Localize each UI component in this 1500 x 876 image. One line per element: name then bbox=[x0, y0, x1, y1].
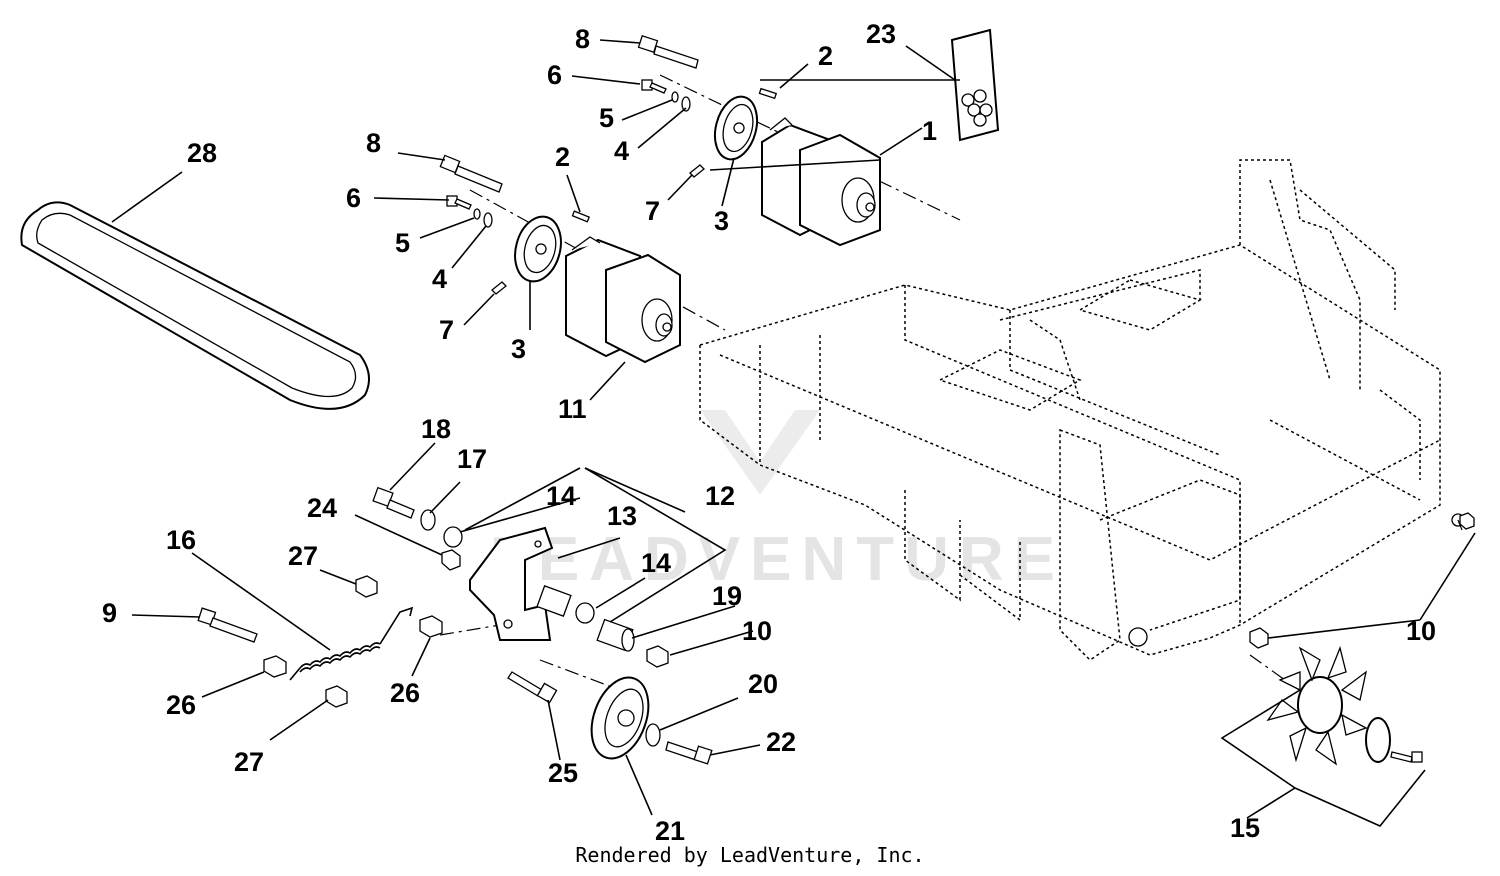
callout-7-lower: 7 bbox=[439, 315, 454, 345]
watermark-text: LEADVENTURE bbox=[490, 525, 1065, 594]
idler-pulley-21[interactable] bbox=[581, 670, 659, 767]
callout-8-upper: 8 bbox=[575, 24, 590, 54]
nut-26-right[interactable] bbox=[419, 615, 443, 638]
spring-16[interactable] bbox=[289, 606, 414, 681]
watermark: LEADVENTURE bbox=[490, 410, 1065, 594]
bolt-22[interactable] bbox=[665, 741, 713, 765]
bushing-14-lower[interactable] bbox=[575, 602, 595, 624]
callout-5-lower: 5 bbox=[395, 228, 410, 258]
callout-16: 16 bbox=[166, 525, 196, 555]
callout-23: 23 bbox=[866, 19, 896, 49]
drive-belt[interactable] bbox=[20, 201, 370, 410]
callout-12: 12 bbox=[705, 481, 735, 511]
callout-7-upper: 7 bbox=[645, 196, 660, 226]
idler-arm-13[interactable] bbox=[469, 526, 554, 641]
callout-26-left: 26 bbox=[166, 690, 196, 720]
key-2-lower[interactable] bbox=[571, 210, 591, 223]
callout-15: 15 bbox=[1230, 813, 1260, 843]
callout-24: 24 bbox=[307, 493, 337, 523]
bolt-8-lower[interactable] bbox=[439, 154, 503, 193]
callout-4-lower: 4 bbox=[432, 264, 447, 294]
callout-17: 17 bbox=[457, 444, 487, 474]
pulley-3-upper[interactable] bbox=[708, 92, 763, 164]
screw-6-upper[interactable] bbox=[641, 79, 667, 94]
callout-labels: 1 2 2 3 3 4 4 5 5 6 6 7 7 8 8 9 10 10 11… bbox=[102, 19, 1436, 846]
lock-washer-5-upper[interactable] bbox=[671, 91, 679, 103]
set-screw-7-lower[interactable] bbox=[491, 281, 507, 295]
callout-20: 20 bbox=[748, 669, 778, 699]
callout-9: 9 bbox=[102, 598, 117, 628]
bolt-9[interactable] bbox=[197, 607, 258, 643]
callout-25: 25 bbox=[548, 758, 578, 788]
nut-26-left[interactable] bbox=[263, 655, 287, 678]
callout-14-lower: 14 bbox=[641, 548, 671, 578]
callout-3-upper: 3 bbox=[714, 206, 729, 236]
spacer-19[interactable] bbox=[596, 618, 635, 652]
callout-2-upper: 2 bbox=[818, 41, 833, 71]
nut-27-lower[interactable] bbox=[325, 685, 348, 708]
callout-13: 13 bbox=[607, 501, 637, 531]
callout-18: 18 bbox=[421, 414, 451, 444]
callout-27-upper: 27 bbox=[288, 541, 318, 571]
tractor-frame bbox=[699, 159, 1465, 661]
callout-10-right: 10 bbox=[1406, 616, 1436, 646]
nut-27-upper[interactable] bbox=[355, 575, 378, 598]
washer-17[interactable] bbox=[420, 509, 436, 531]
leader-lines bbox=[111, 39, 1476, 827]
callout-3-lower: 3 bbox=[511, 334, 526, 364]
key-2-upper[interactable] bbox=[758, 87, 778, 100]
callout-6-lower: 6 bbox=[346, 183, 361, 213]
bolt-25[interactable] bbox=[507, 671, 558, 704]
idler-sleeve[interactable] bbox=[536, 585, 572, 617]
callout-21: 21 bbox=[655, 816, 685, 846]
callout-26-right: 26 bbox=[390, 678, 420, 708]
gearbox-1[interactable] bbox=[761, 117, 881, 247]
screw-6-lower[interactable] bbox=[446, 195, 472, 210]
callout-5-upper: 5 bbox=[599, 103, 614, 133]
lock-washer-5-lower[interactable] bbox=[473, 208, 481, 220]
callout-2-lower: 2 bbox=[555, 142, 570, 172]
gearbox-11[interactable] bbox=[565, 236, 681, 364]
callout-11: 11 bbox=[558, 394, 587, 424]
bolt-8-upper[interactable] bbox=[637, 35, 699, 69]
callout-22: 22 bbox=[766, 727, 796, 757]
set-screw-7-upper[interactable] bbox=[689, 164, 705, 178]
callout-19: 19 bbox=[712, 581, 742, 611]
washer-4-lower[interactable] bbox=[483, 212, 493, 228]
fan-15[interactable] bbox=[1266, 645, 1423, 766]
callout-1: 1 bbox=[922, 116, 937, 146]
callout-28: 28 bbox=[187, 138, 217, 168]
decal-23[interactable] bbox=[950, 28, 1000, 142]
washer-4-upper[interactable] bbox=[681, 96, 691, 112]
washer-20[interactable] bbox=[645, 723, 661, 747]
callout-10-lower: 10 bbox=[742, 616, 772, 646]
callout-27-lower: 27 bbox=[234, 747, 264, 777]
nut-10-right[interactable] bbox=[1249, 627, 1269, 649]
callout-6-upper: 6 bbox=[547, 60, 562, 90]
bolt-18[interactable] bbox=[372, 486, 415, 519]
watermark-logo bbox=[700, 410, 820, 495]
bushing-14-upper[interactable] bbox=[443, 526, 463, 548]
callout-14-upper: 14 bbox=[546, 481, 576, 511]
nut-10-lower[interactable] bbox=[646, 645, 669, 668]
nut-10-frame[interactable] bbox=[1459, 512, 1475, 530]
callout-4-upper: 4 bbox=[614, 136, 629, 166]
nut-24[interactable] bbox=[441, 549, 461, 571]
footer-credit: Rendered by LeadVenture, Inc. bbox=[575, 843, 925, 867]
callout-8-lower: 8 bbox=[366, 128, 381, 158]
pulley-3-lower[interactable] bbox=[508, 211, 568, 286]
